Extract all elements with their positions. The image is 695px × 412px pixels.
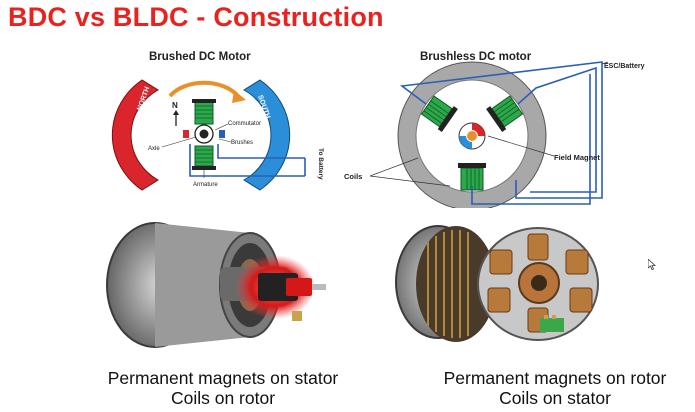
brushless-caption: Permanent magnets on rotor Coils on stat…: [416, 368, 694, 408]
north-magnet: [111, 79, 159, 191]
brushed-caption-line2: Coils on rotor: [170, 388, 276, 408]
battery-wires: [217, 144, 305, 159]
stator-coil-2: [486, 95, 524, 132]
brushless-dc-motor-diagram: ESC/Battery Field Magnet Coils: [344, 61, 645, 208]
armature-coil-top: [194, 101, 214, 125]
esc-label: ESC/Battery: [604, 63, 645, 70]
brushed-caption-line1: Permanent magnets on stator: [107, 368, 339, 388]
n-label: N: [172, 101, 178, 110]
rotation-arrow: [168, 80, 240, 98]
stator-coil-3: [458, 163, 486, 191]
field-magnet-label: Field Magnet: [554, 153, 600, 162]
brushless-motor-photo: [395, 225, 599, 342]
to-battery-label: To Battery: [317, 148, 324, 180]
armature-coil-bottom: [194, 145, 214, 167]
coils-label: Coils: [344, 172, 362, 181]
brushes-label: Brushes: [231, 140, 253, 146]
mouse-cursor-icon: [648, 259, 656, 270]
brushless-caption-line2: Coils on stator: [499, 388, 611, 408]
stator-coil-1: [420, 95, 458, 132]
brushed-diagram-title: Brushed DC Motor: [149, 51, 251, 63]
brushless-caption-line1: Permanent magnets on rotor: [443, 368, 667, 388]
armature-label: Armature: [193, 182, 218, 188]
slide-title: BDC vs BLDC - Construction: [8, 2, 384, 32]
south-magnet: [243, 79, 291, 191]
axle-label: Axle: [148, 146, 160, 152]
brushed-caption: Permanent magnets on stator Coils on rot…: [84, 368, 362, 408]
brushed-motor-photo: [106, 222, 326, 348]
brushless-diagram-title: Brushless DC motor: [420, 51, 532, 63]
commutator-label: Commutator: [228, 121, 261, 127]
esc-wires: [399, 61, 603, 199]
brushed-dc-motor-diagram: NORTH SOUTH N Commutator Brushes Axle Ar…: [111, 79, 324, 191]
